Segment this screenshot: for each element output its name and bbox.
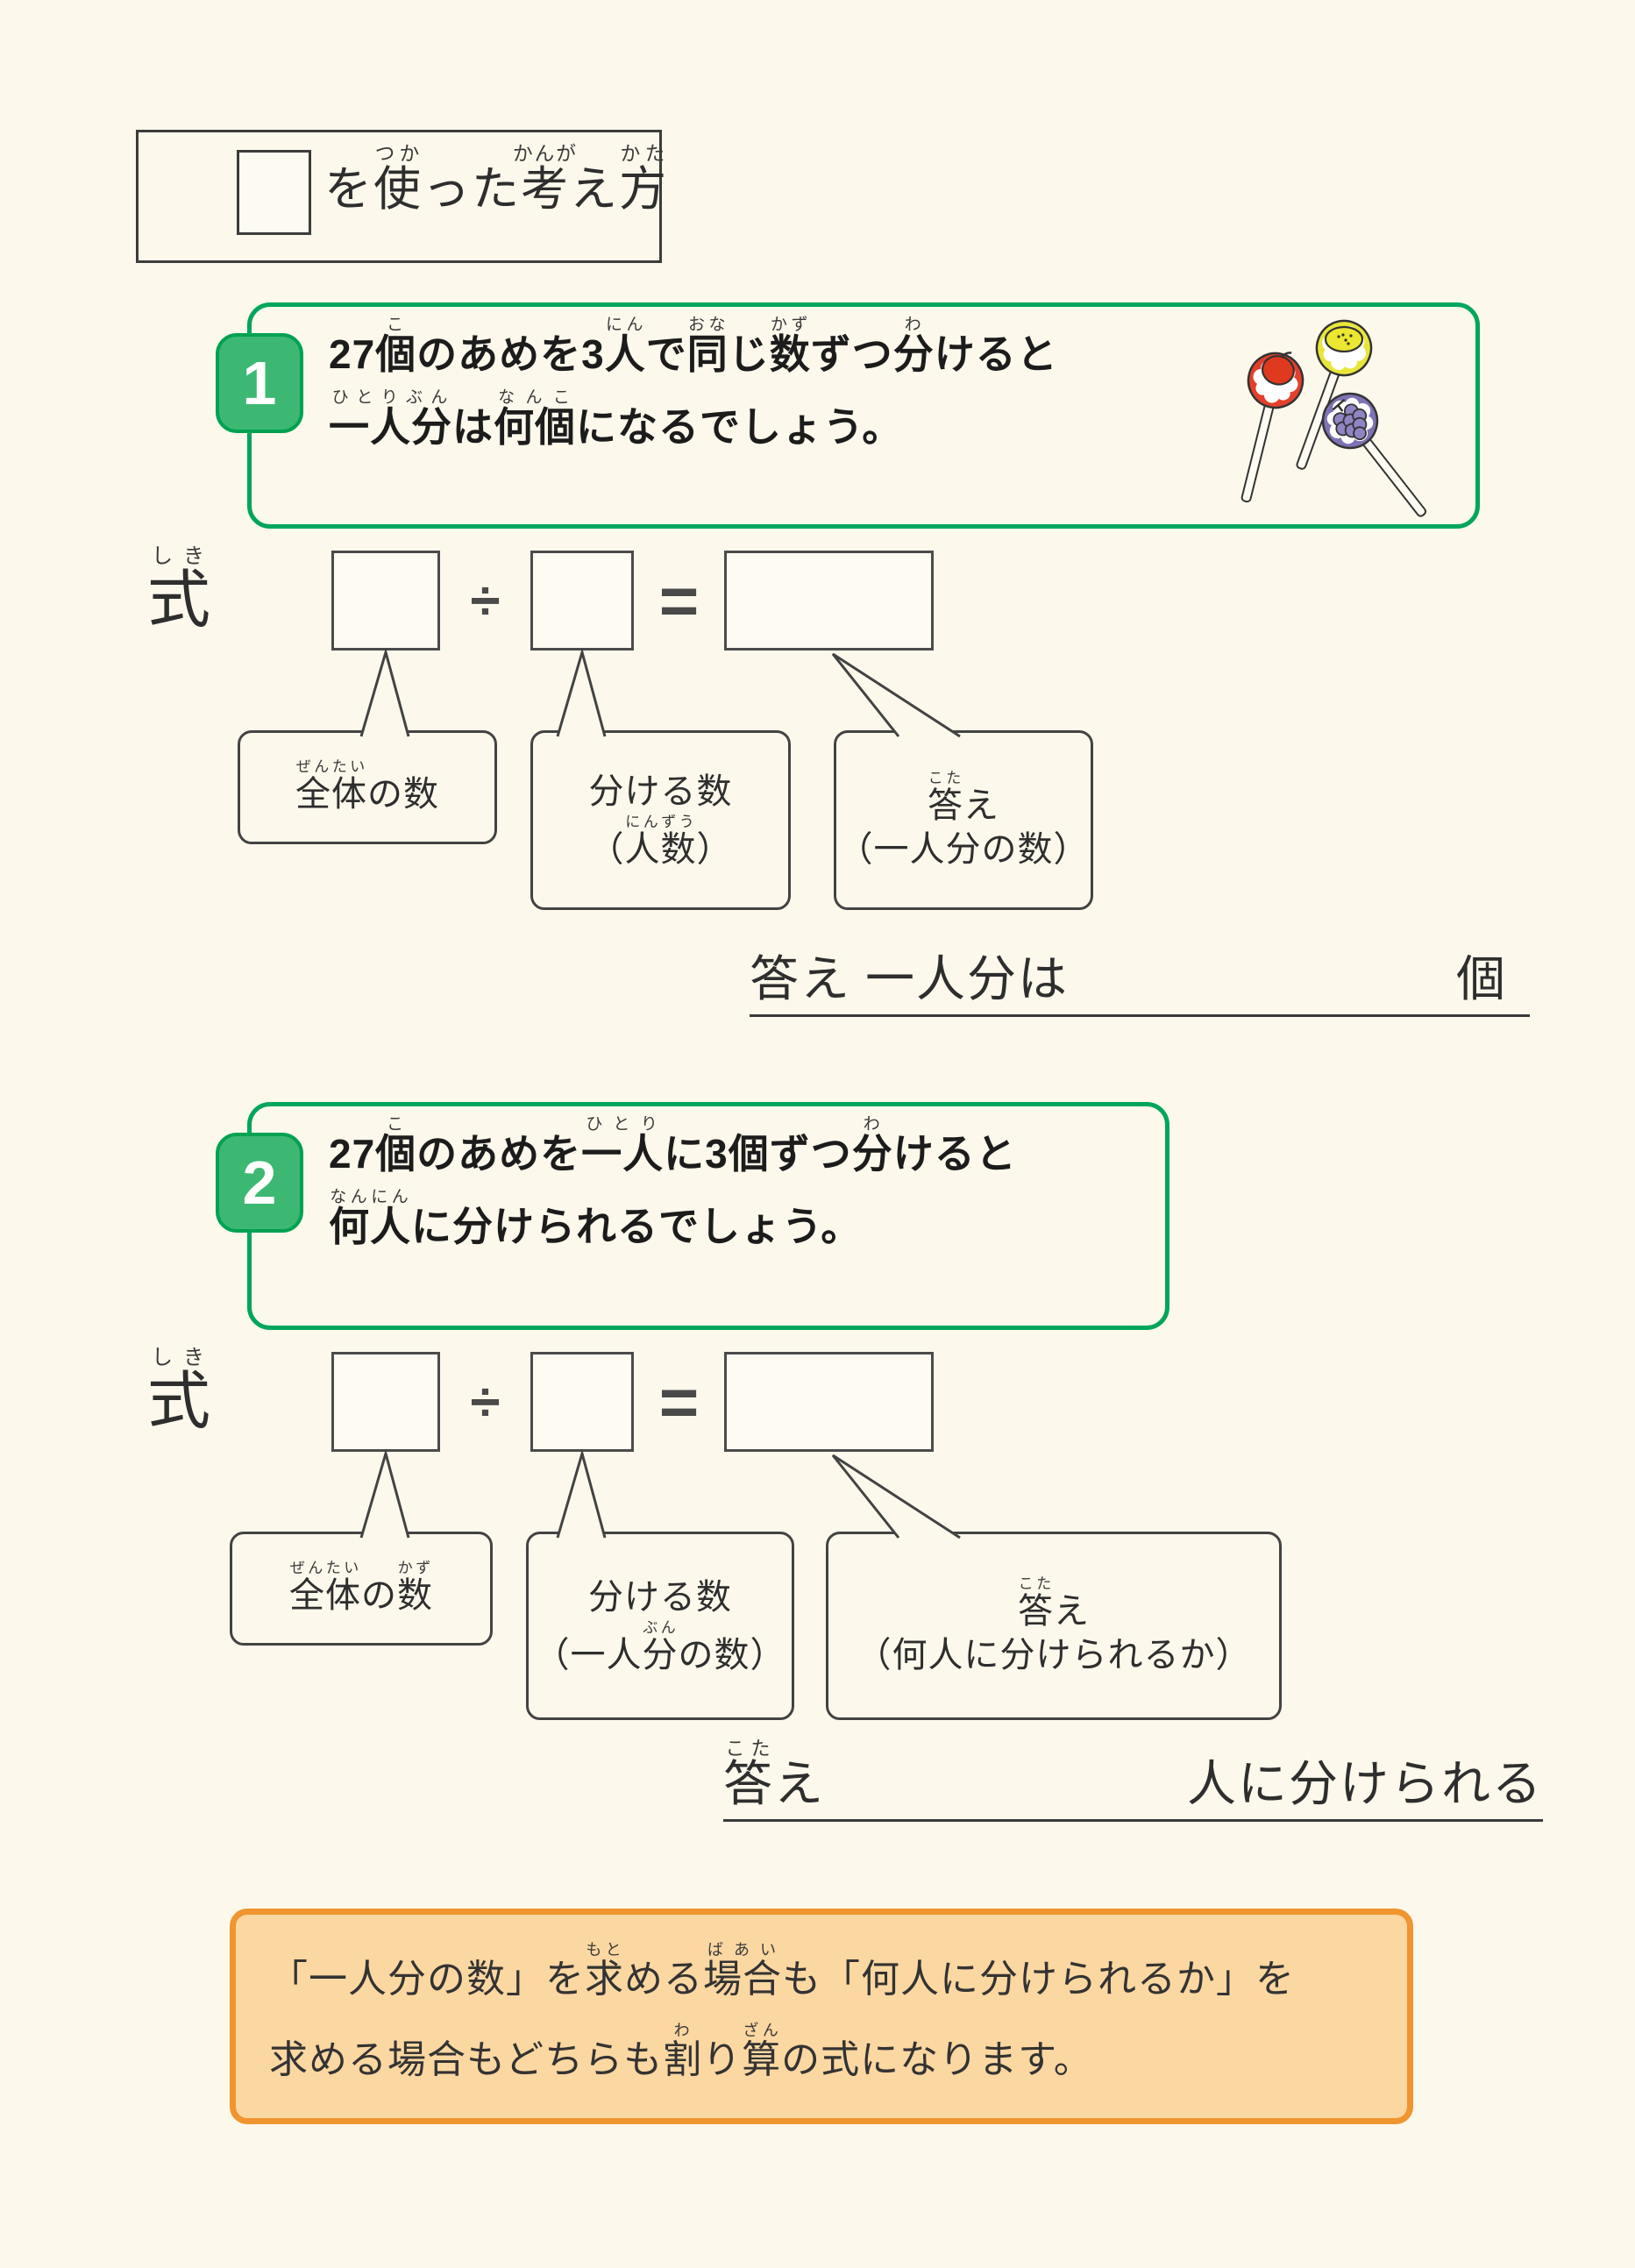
- bubble-answer-2-line1: 答こたえ: [1018, 1575, 1090, 1631]
- answer2-label: 答こたえ: [723, 1738, 825, 1812]
- equals-icon: =: [658, 561, 700, 639]
- formula2-divisor-box[interactable]: [530, 1352, 634, 1452]
- bubble-divisor-1-line1: 分ける数: [588, 771, 733, 811]
- bubble-answer-2-line2: （何人に分けられるか）: [856, 1634, 1252, 1674]
- divide-icon-2: ÷: [470, 1371, 501, 1433]
- problem1-number-badge: 1: [216, 333, 303, 433]
- page-title: を使つかった考かんがえ方かた: [324, 143, 668, 216]
- apple-lollipop-icon: [1240, 352, 1304, 503]
- formula1-label: 式しき: [147, 545, 211, 636]
- answer1-unit: 個: [1456, 953, 1507, 1007]
- answer2-line: 答こたえ 人に分けられる: [723, 1725, 1543, 1822]
- equals-icon-2: =: [658, 1362, 700, 1440]
- bubble-answer-1-line2: （一人分の数）: [837, 828, 1090, 869]
- bubble-total-2-text: 全体ぜんたいの数かず: [289, 1560, 433, 1615]
- answer1-line: 答え 一人分は 個: [750, 928, 1530, 1017]
- problem1-text-line1: 27個このあめを3人にんで同おなじ数かずずつ分わけると: [329, 316, 1058, 377]
- answer2-suffix: 人に分けられる: [1187, 1758, 1543, 1812]
- bubble-answer-2: 答こたえ （何人に分けられるか）: [826, 1532, 1282, 1720]
- bubble-divisor-1-line2: （人数にんずう）: [588, 813, 733, 869]
- bubble-total-2: 全体ぜんたいの数かず: [230, 1532, 493, 1646]
- formula1-dividend-box[interactable]: [331, 551, 440, 651]
- bubble-total-1: 全体ぜんたいの数: [238, 730, 497, 844]
- lollipops-illustration: [1240, 319, 1427, 517]
- divide-icon: ÷: [470, 570, 501, 631]
- answer1-label: 答え 一人分は: [750, 953, 1069, 1007]
- bubble-divisor-2-line2: （一人分ぶんの数）: [534, 1618, 786, 1674]
- bubble-divisor-1: 分ける数 （人数にんずう）: [530, 730, 791, 910]
- bubble-pointers-2: [359, 1448, 961, 1539]
- bubble-answer-1-line1: 答こたえ: [928, 769, 999, 825]
- bubble-total-1-text: 全体ぜんたいの数: [295, 758, 439, 814]
- problem2-card: 27個このあめを一人ひとりに3個ずつ分わけると 何人なんにんに分けられるでしょう…: [247, 1102, 1169, 1330]
- note-box: 「一人分の数」を求もとめる場合ばあいも「何人に分けられるか」を 求める場合もどち…: [230, 1909, 1413, 2124]
- bubble-divisor-2: 分ける数 （一人分ぶんの数）: [526, 1532, 794, 1720]
- title-blank-square: [237, 150, 311, 235]
- formula2-label: 式しき: [147, 1347, 211, 1437]
- formula2-dividend-box[interactable]: [331, 1352, 440, 1452]
- problem1-card: 27個このあめを3人にんで同おなじ数かずずつ分わけると 一人分ひとりぶんは何個な…: [247, 302, 1480, 529]
- bubble-pointers-1: [359, 647, 961, 738]
- grape-lollipop-icon: [1321, 392, 1427, 517]
- problem2-text-line2: 何人なんにんに分けられるでしょう。: [329, 1187, 863, 1249]
- formula1-result-box[interactable]: [724, 551, 934, 651]
- title-box: を使つかった考かんがえ方かた: [136, 130, 666, 263]
- bubble-answer-1: 答こたえ （一人分の数）: [834, 730, 1093, 910]
- problem1-text-line2: 一人分ひとりぶんは何個なんこになるでしょう。: [329, 387, 904, 450]
- note-line2: 求める場合もどちらも割わり算ざんの式になります。: [269, 2021, 1093, 2081]
- problem2-number-badge: 2: [216, 1133, 303, 1233]
- formula2-result-box[interactable]: [724, 1352, 934, 1452]
- formula1-divisor-box[interactable]: [530, 551, 634, 651]
- bubble-divisor-2-line1: 分ける数: [588, 1576, 732, 1617]
- note-line1: 「一人分の数」を求もとめる場合ばあいも「何人に分けられるか」を: [269, 1941, 1295, 2001]
- problem2-text-line1: 27個このあめを一人ひとりに3個ずつ分わけると: [329, 1115, 1017, 1177]
